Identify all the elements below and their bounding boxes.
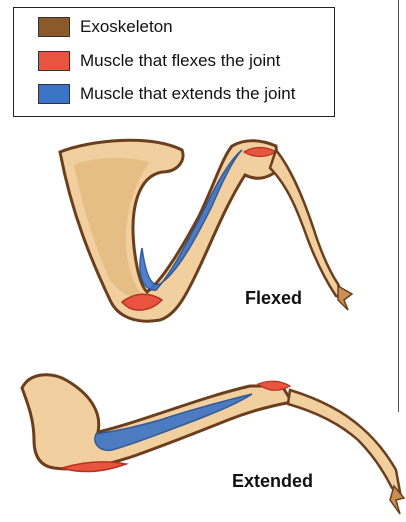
extended-claw xyxy=(390,486,404,514)
flexed-leg xyxy=(60,140,352,321)
extended-leg xyxy=(22,375,404,514)
flexed-lower-segment xyxy=(270,150,344,298)
extended-label: Extended xyxy=(232,471,313,492)
flexed-label: Flexed xyxy=(245,288,302,309)
flexed-claw xyxy=(338,286,352,310)
